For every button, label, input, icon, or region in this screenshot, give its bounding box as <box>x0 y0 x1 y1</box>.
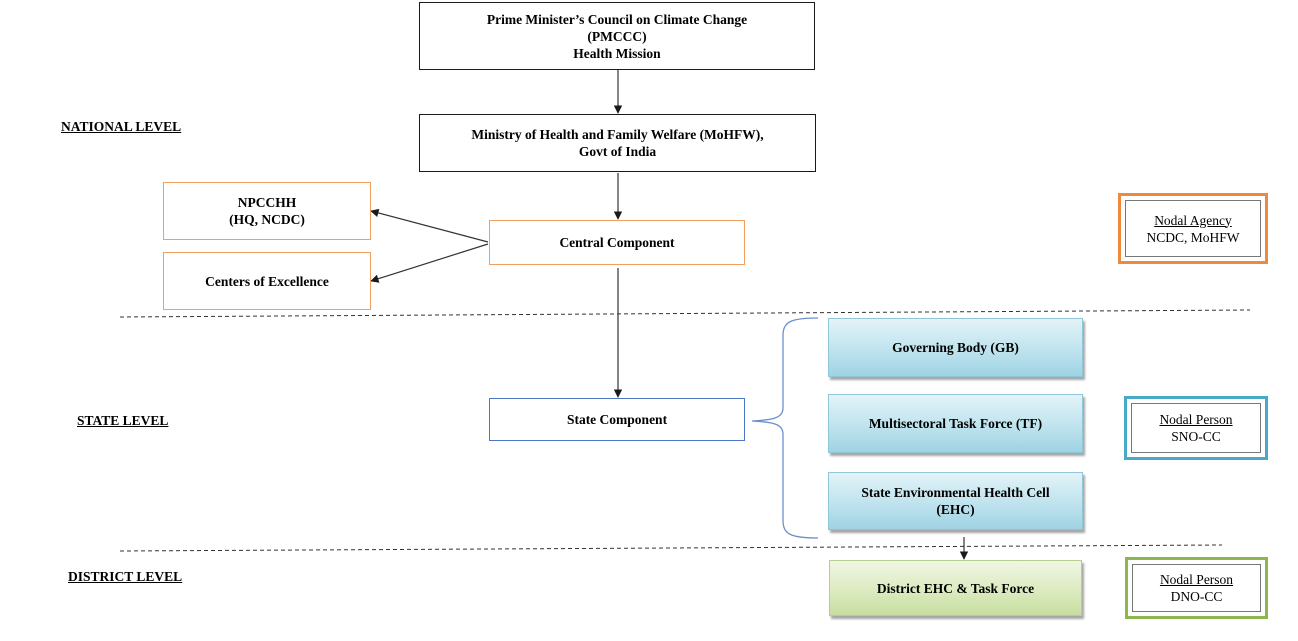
nodal-dno-value: DNO-CC <box>1170 589 1223 604</box>
nodal-agency-box: Nodal Agency NCDC, MoHFW <box>1118 193 1268 264</box>
district-node: District EHC & Task Force <box>829 560 1082 616</box>
central-label: Central Component <box>559 235 675 250</box>
pmccc-line3: Health Mission <box>573 45 661 61</box>
mohfw-line1: Ministry of Health and Family Welfare (M… <box>471 127 764 142</box>
ehc-line1: State Environmental Health Cell <box>861 485 1050 500</box>
central-component-node: Central Component <box>489 220 745 265</box>
mohfw-node: Ministry of Health and Family Welfare (M… <box>419 114 816 172</box>
coe-label: Centers of Excellence <box>205 273 329 289</box>
nodal-person-dno-box: Nodal Person DNO-CC <box>1125 557 1268 619</box>
arrow-central-to-npcchh <box>370 208 489 243</box>
npcchh-line1: NPCCHH <box>237 195 297 210</box>
nodal-person-sno-box: Nodal Person SNO-CC <box>1124 396 1268 460</box>
pmccc-node: Prime Minister’s Council on Climate Chan… <box>419 2 815 70</box>
arrow-central-to-coe <box>370 243 489 283</box>
district-level-label: DISTRICT LEVEL <box>68 569 183 584</box>
separator-state-district <box>119 544 1223 552</box>
governing-body-node: Governing Body (GB) <box>828 318 1083 377</box>
district-label: District EHC & Task Force <box>876 580 1035 596</box>
task-force-node: Multisectoral Task Force (TF) <box>828 394 1083 453</box>
nodal-dno-title: Nodal Person <box>1159 572 1234 587</box>
pmccc-line1: Prime Minister’s Council on Climate Chan… <box>486 11 748 27</box>
state-label: State Component <box>566 412 668 427</box>
tf-label: Multisectoral Task Force (TF) <box>868 416 1043 431</box>
state-brace <box>751 317 819 539</box>
npcchh-line2: (HQ, NCDC) <box>229 212 305 227</box>
centers-of-excellence-node: Centers of Excellence <box>163 252 371 310</box>
nodal-sno-title: Nodal Person <box>1159 412 1233 427</box>
gb-label: Governing Body (GB) <box>892 340 1019 355</box>
separator-national-state <box>119 309 1251 318</box>
npcchh-node: NPCCHH (HQ, NCDC) <box>163 182 371 240</box>
mohfw-line2: Govt of India <box>578 144 657 159</box>
nodal-sno-inner: Nodal Person SNO-CC <box>1131 403 1261 453</box>
nodal-agency-inner: Nodal Agency NCDC, MoHFW <box>1125 200 1261 257</box>
state-component-node: State Component <box>489 398 745 441</box>
state-level-label: STATE LEVEL <box>77 413 169 428</box>
nodal-sno-value: SNO-CC <box>1171 429 1221 444</box>
nodal-agency-value: NCDC, MoHFW <box>1146 229 1240 245</box>
ehc-node: State Environmental Health Cell (EHC) <box>828 472 1083 530</box>
ehc-line2: (EHC) <box>936 502 975 517</box>
national-level-label: NATIONAL LEVEL <box>61 119 182 134</box>
nodal-agency-title: Nodal Agency <box>1154 212 1232 228</box>
nodal-dno-inner: Nodal Person DNO-CC <box>1132 564 1261 612</box>
pmccc-line2: (PMCCC) <box>587 28 647 44</box>
